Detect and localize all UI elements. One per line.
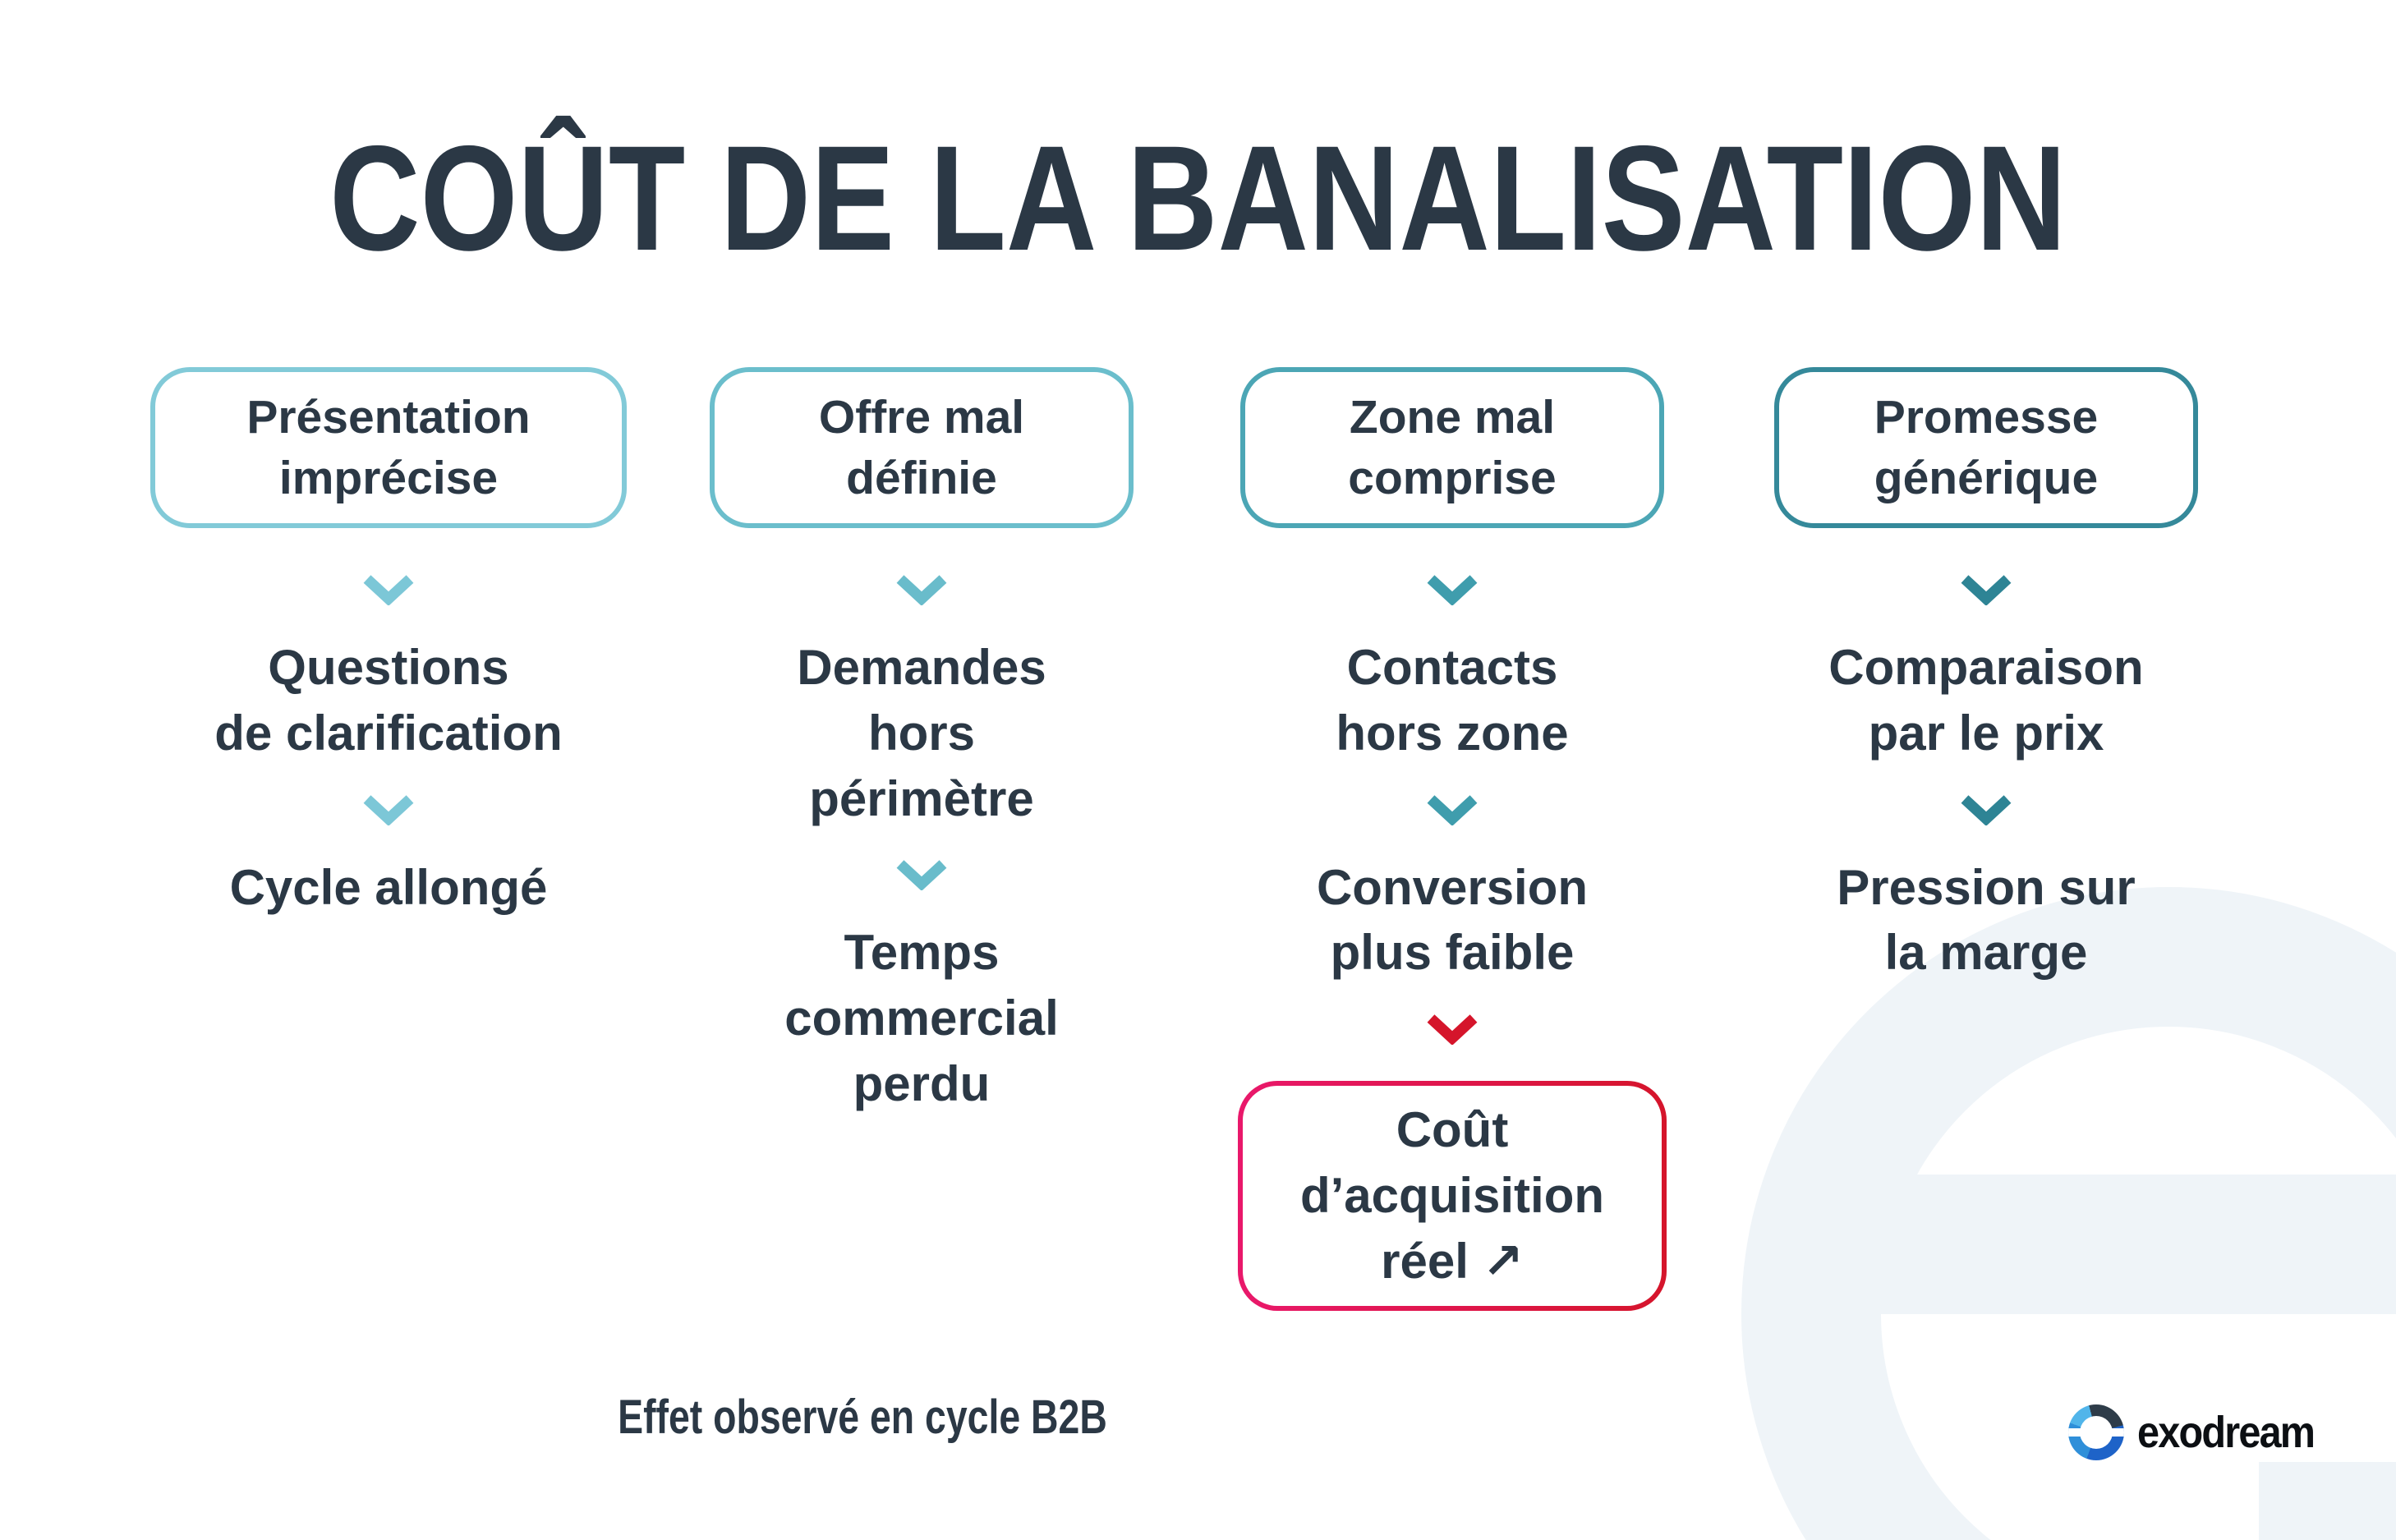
chevron-down-icon — [1427, 575, 1478, 605]
chevron-down-icon — [1961, 794, 2012, 825]
consequence-text: Pression sur la marge — [1837, 859, 2136, 981]
consequence-text: Conversion plus faible — [1316, 859, 1589, 981]
consequence-text: Demandes hors périmètre — [797, 640, 1046, 826]
exodream-e-icon — [2068, 1404, 2124, 1460]
column-header-box: Zone mal comprise — [1240, 367, 1664, 528]
column-header-box: Promesse générique — [1774, 367, 2198, 528]
column-header-box: Présentation imprécise — [150, 367, 627, 528]
chevron-down-icon — [1427, 1014, 1478, 1046]
page-title: COÛT DE LA BANALISATION — [329, 114, 2067, 282]
chevron-down-icon — [896, 575, 947, 605]
consequence-text: Cycle allongé — [229, 859, 548, 915]
chevron-down-icon — [1961, 575, 2012, 605]
chevron-down-icon — [363, 794, 414, 825]
chevron-down-icon — [896, 860, 947, 891]
outcome-label: Coût d’acquisition réel ↗ — [1243, 1086, 1662, 1306]
chevron-down-icon — [1427, 794, 1478, 825]
brand-name: exodream — [2137, 1408, 2316, 1457]
consequence-text: Contacts hors zone — [1336, 640, 1569, 761]
brand-logo: exodream — [2068, 1404, 2334, 1460]
exodream-watermark-icon — [1741, 887, 2396, 1540]
footer-note: Effet observé en cycle B2B — [618, 1391, 1107, 1444]
consequence-text: Temps commercial perdu — [784, 925, 1059, 1111]
column-header-box: Offre mal définie — [710, 367, 1134, 528]
logo-bar — [2068, 1428, 2124, 1437]
consequence-text: Questions de clarification — [214, 640, 563, 761]
consequence-text: Comparaison par le prix — [1828, 640, 2144, 761]
outcome-box: Coût d’acquisition réel ↗ — [1238, 1081, 1667, 1311]
chevron-down-icon — [363, 575, 414, 605]
